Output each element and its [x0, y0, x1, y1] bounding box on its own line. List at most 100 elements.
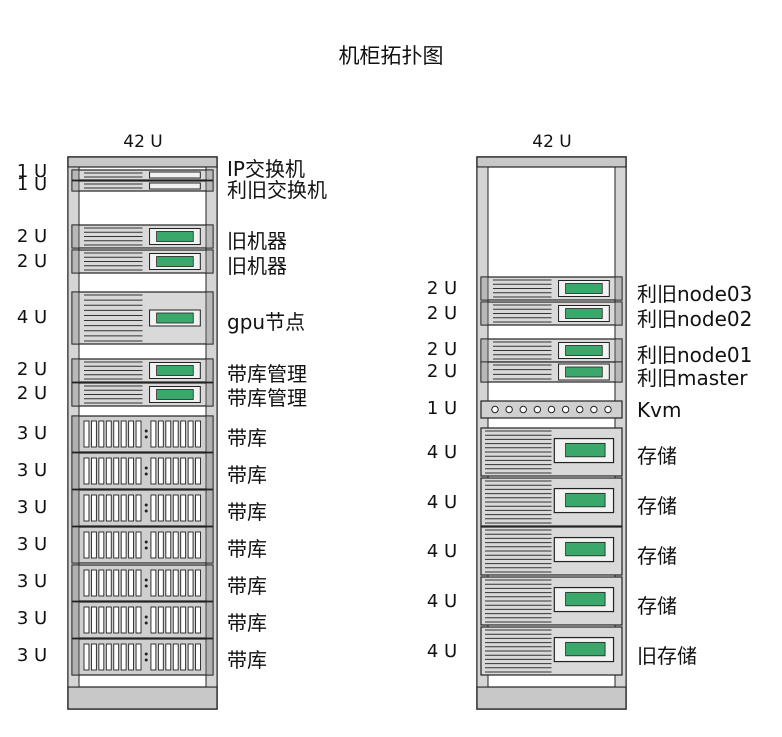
rack-top-cap: [476, 156, 627, 168]
tape-ear: [71, 415, 80, 453]
tape-slot: [165, 569, 172, 597]
tape-slot: [157, 531, 164, 559]
tape-slot: [105, 531, 112, 559]
tape-ear: [71, 489, 80, 527]
tape-slot: [83, 606, 90, 634]
rack-base: [476, 686, 627, 710]
tape-slot: [90, 457, 97, 485]
tape-slot: [135, 531, 142, 559]
device-label: 带库: [227, 500, 267, 524]
drive-led-panel: [156, 231, 194, 242]
device-label: 利旧master: [637, 366, 748, 390]
device-label: 利旧交换机: [227, 178, 327, 202]
device-label: 存储: [637, 444, 677, 468]
tape-indicator: [144, 503, 148, 507]
server-ear: [205, 249, 214, 274]
device-label: 带库: [227, 426, 267, 450]
tape-slot: [98, 457, 105, 485]
tape-slot: [113, 420, 120, 448]
tape-slot: [157, 606, 164, 634]
tape-slot: [195, 494, 201, 522]
drive-led-panel: [156, 312, 194, 324]
tape-slot: [157, 569, 164, 597]
u-size-label: 3 U: [16, 460, 48, 481]
server-ear: [71, 180, 80, 192]
rack-left-device-3: [71, 249, 214, 274]
drive-led-panel: [565, 308, 603, 319]
storage-led-panel: [565, 541, 606, 557]
tape-slot: [187, 420, 194, 448]
tape-slot: [157, 494, 164, 522]
tape-indicator: [144, 652, 148, 656]
rack-left-device-9: [71, 489, 214, 527]
storage-led-panel: [565, 442, 606, 458]
kvm-port: [533, 405, 542, 414]
rack-rail-left: [476, 166, 489, 688]
device-label: gpu节点: [227, 310, 306, 334]
rack-right-device-6: [480, 477, 623, 527]
tape-slot: [172, 569, 179, 597]
tape-slot: [187, 531, 194, 559]
tape-slot: [150, 420, 157, 448]
tape-slot: [90, 643, 97, 671]
tape-ear: [71, 564, 80, 602]
tape-slot: [195, 420, 201, 448]
rack-left-device-6: [71, 382, 214, 407]
tape-slot: [135, 569, 142, 597]
tape-slot: [187, 643, 194, 671]
tape-slot: [195, 457, 201, 485]
u-size-label: 1 U: [16, 161, 48, 182]
tape-slot: [180, 531, 187, 559]
rack-left-device-10: [71, 526, 214, 564]
tape-slot: [128, 457, 135, 485]
rack-right-device-3: [480, 361, 623, 383]
u-size-label: 3 U: [16, 571, 48, 592]
tape-slot: [113, 606, 120, 634]
tape-slot: [180, 643, 187, 671]
device-label: 带库管理: [227, 362, 307, 386]
rack-left-device-2: [71, 224, 214, 249]
u-size-label: 4 U: [426, 591, 458, 612]
tape-slot: [135, 420, 142, 448]
kvm-port: [590, 405, 598, 414]
rack-left-device-4: [71, 291, 214, 345]
kvm-port: [561, 405, 570, 414]
device-label: 旧存储: [637, 644, 697, 668]
tape-slot: [150, 457, 157, 485]
drive-led-panel: [156, 256, 194, 267]
tape-slot: [105, 420, 112, 448]
tape-slot: [150, 494, 157, 522]
device-label: 旧机器: [227, 254, 287, 278]
server-ear: [71, 224, 80, 249]
rack-right-device-1: [480, 301, 623, 326]
tape-slot: [83, 457, 90, 485]
tape-slot: [128, 643, 135, 671]
kvm-port: [576, 405, 584, 414]
tape-ear: [205, 564, 214, 602]
tape-indicator: [144, 540, 148, 544]
tape-ear: [205, 638, 214, 676]
tape-indicator: [144, 466, 148, 470]
server-ear: [205, 291, 214, 345]
u-size-label: 2 U: [16, 383, 48, 404]
tape-slot: [187, 569, 194, 597]
tape-slot: [105, 606, 112, 634]
rack-left-device-13: [71, 638, 214, 676]
u-size-label: 3 U: [16, 645, 48, 666]
device-label: 旧机器: [227, 229, 287, 253]
tape-slot: [90, 420, 97, 448]
u-size-label: 2 U: [16, 226, 48, 247]
server-ear: [205, 358, 214, 383]
device-label: IP交换机: [227, 157, 305, 181]
drive-led-panel: [565, 345, 603, 356]
tape-slot: [135, 494, 142, 522]
tape-slot: [195, 531, 201, 559]
rack-right-device-0: [480, 276, 623, 301]
tape-slot: [105, 457, 112, 485]
tape-slot: [83, 643, 90, 671]
tape-slot: [120, 494, 127, 522]
tape-slot: [98, 569, 105, 597]
drive-led-panel: [565, 366, 603, 378]
tape-slot: [105, 643, 112, 671]
rack-right-device-9: [480, 626, 623, 676]
